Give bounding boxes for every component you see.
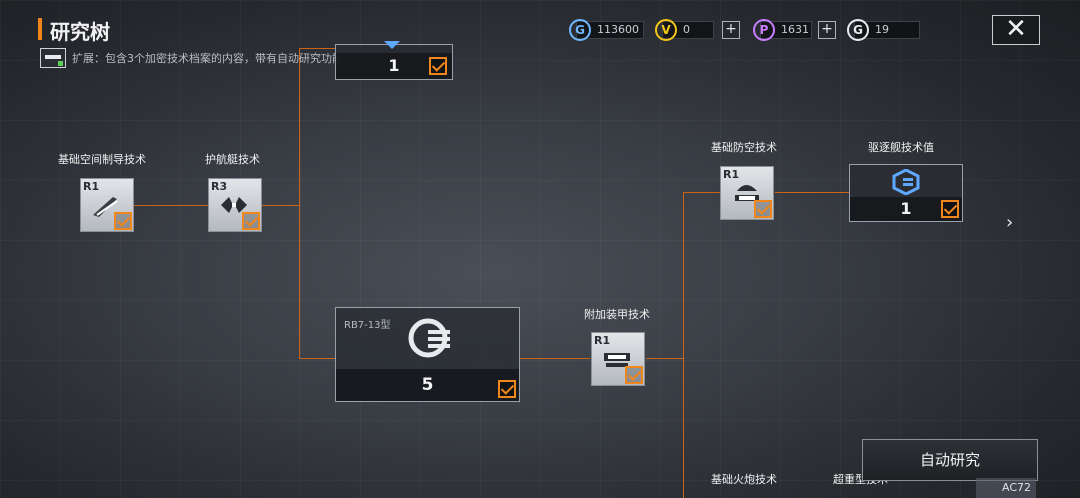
check-icon — [114, 212, 132, 230]
link-air-destroyer — [775, 192, 849, 193]
escort-ship-icon — [221, 197, 247, 213]
rank-badge: R3 — [211, 180, 228, 193]
v-coin-icon: V — [655, 19, 677, 41]
g-coin-icon: G — [569, 19, 591, 41]
page-subtitle: 扩展：包含3个加密技术档案的内容，带有自动研究功能 — [72, 52, 343, 65]
tech-node-guidance[interactable]: R1 — [80, 178, 134, 232]
rank-badge: R1 — [83, 180, 100, 193]
node-label-armor: 附加装甲技术 — [584, 308, 650, 321]
resource-p-coin: P 1631 — [753, 19, 812, 41]
tech-card-destroyer[interactable]: 1 — [849, 164, 963, 222]
expansion-icon — [40, 48, 66, 68]
trunk-right — [683, 192, 684, 498]
ship-emblem-icon — [408, 318, 450, 358]
link-trunk-air — [683, 192, 720, 193]
title-accent — [38, 18, 42, 40]
add-p-coin-button[interactable]: + — [818, 21, 836, 39]
tech-card-main[interactable]: RB7-13型 5 — [335, 307, 520, 402]
tech-card-top[interactable]: 1 — [335, 41, 453, 80]
next-page-button[interactable]: › — [1006, 212, 1014, 233]
node-label-artillery: 基础火炮技术 — [711, 473, 777, 486]
tech-card-main-count: 5 — [336, 369, 519, 401]
rank-badge: R1 — [723, 168, 740, 181]
radar-icon — [735, 185, 759, 201]
link-escort-trunk — [262, 205, 300, 206]
link-guidance-escort — [134, 205, 208, 206]
auto-research-button[interactable]: 自动研究 — [862, 439, 1038, 481]
p-coin-icon: P — [753, 19, 775, 41]
trunk-left — [299, 48, 300, 359]
rank-badge: R1 — [594, 334, 611, 347]
check-icon — [625, 366, 643, 384]
link-trunk-top — [299, 48, 335, 49]
node-label-escort: 护航艇技术 — [205, 153, 260, 166]
tech-node-armor[interactable]: R1 — [591, 332, 645, 386]
blueprint-icon — [384, 41, 400, 49]
resource-g-coin: G 113600 — [569, 19, 644, 41]
check-icon — [941, 200, 959, 218]
resource-p-coin-value: 1631 — [781, 23, 809, 36]
check-icon — [498, 380, 516, 398]
tech-node-air-defense[interactable]: R1 — [720, 166, 774, 220]
link-armor-trunk — [646, 358, 684, 359]
check-icon — [242, 212, 260, 230]
resource-g-token: G 19 — [847, 19, 920, 41]
page-title: 研究树 — [50, 20, 110, 44]
link-main-armor — [520, 358, 590, 359]
g-token-icon: G — [847, 19, 869, 41]
node-label-air-defense: 基础防空技术 — [711, 141, 777, 154]
check-icon — [429, 57, 447, 75]
link-trunk-main — [299, 358, 335, 359]
armor-plate-icon — [604, 353, 630, 367]
resource-v-coin-value: 0 — [683, 23, 690, 36]
node-label-destroyer: 驱逐舰技术值 — [868, 141, 934, 154]
check-icon — [754, 200, 772, 218]
tech-node-escort[interactable]: R3 — [208, 178, 262, 232]
resource-g-token-value: 19 — [875, 23, 889, 36]
missile-icon — [93, 197, 118, 217]
ac-badge: AC72 — [976, 478, 1036, 498]
card-model-label: RB7-13型 — [344, 320, 391, 331]
resource-v-coin: V 0 — [655, 19, 714, 41]
node-label-guidance: 基础空间制导技术 — [58, 153, 146, 166]
destroyer-emblem-icon — [892, 169, 920, 195]
add-v-coin-button[interactable]: + — [722, 21, 740, 39]
close-button[interactable]: ✕ — [992, 15, 1040, 45]
resource-g-coin-value: 113600 — [597, 23, 639, 36]
